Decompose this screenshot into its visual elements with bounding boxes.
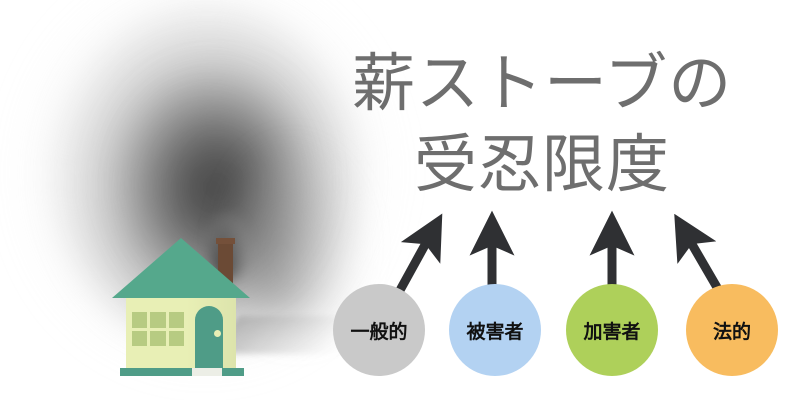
door-knob-icon — [214, 330, 221, 337]
category-circle-offender[interactable]: 加害者 — [566, 284, 658, 376]
category-label-victim: 被害者 — [466, 320, 524, 343]
window-pane — [150, 312, 166, 328]
window-pane — [132, 312, 148, 328]
window-pane — [168, 330, 184, 346]
window-pane — [150, 330, 166, 346]
category-label-offender: 加害者 — [583, 320, 641, 343]
category-circle-general[interactable]: 一般的 — [333, 284, 425, 376]
window-pane — [132, 330, 148, 346]
house-base — [120, 368, 244, 376]
category-circle-victim[interactable]: 被害者 — [449, 284, 541, 376]
page-title: 薪ストーブの 受忍限度 — [352, 44, 732, 205]
house-doorstep — [192, 368, 222, 376]
house-window — [132, 312, 184, 346]
house-roof — [112, 238, 250, 298]
page-title-line-1: 薪ストーブの — [352, 47, 733, 120]
category-label-legal: 法的 — [712, 320, 751, 343]
page-title-line-2: 受忍限度 — [414, 127, 670, 201]
house-illustration — [100, 230, 379, 376]
window-pane — [168, 312, 184, 328]
house-door — [195, 306, 223, 370]
category-label-general: 一般的 — [350, 320, 408, 343]
category-circle-legal[interactable]: 法的 — [686, 284, 778, 376]
